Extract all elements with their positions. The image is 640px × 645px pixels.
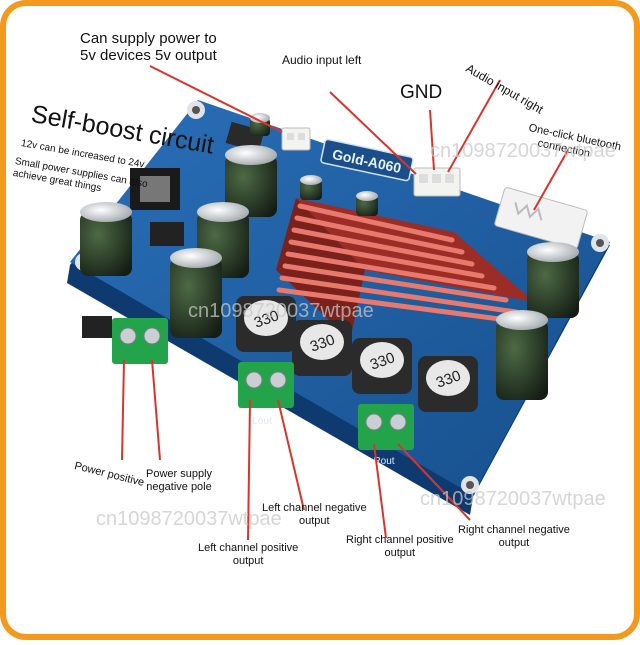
label-right-positive: Right channel positive output (346, 534, 454, 559)
inductors: 330 330 330 330 (236, 296, 478, 412)
label-power-negative: Power supply negative pole (146, 468, 213, 493)
terminal-left: Lout (238, 362, 294, 427)
watermark-4: cn1098720037wtpae (420, 488, 606, 510)
label-left-positive: Left channel positive output (198, 542, 299, 567)
label-audio-left: Audio input left (282, 53, 362, 67)
lout-mark: Lout (252, 416, 272, 427)
callout-lines (121, 65, 569, 541)
label-left-negative: Left channel negative output (262, 502, 367, 527)
connector-5v (281, 127, 311, 151)
bluetooth-module (494, 187, 588, 249)
heatsink (276, 198, 534, 340)
label-right-negative: Right channel negative output (458, 524, 570, 549)
watermark-2: cn1098720037wtpae (188, 300, 374, 322)
capacitors (80, 113, 579, 400)
watermark-1: cn1098720037wtpae (430, 140, 616, 162)
terminal-power (112, 318, 168, 364)
mounting-holes (75, 101, 609, 494)
watermark-3: cn1098720037wtpae (96, 508, 282, 530)
label-5v-output: Can supply power to 5v devices 5v output (80, 30, 217, 65)
terminal-right: Rout (358, 404, 414, 467)
rout-mark: Rout (373, 456, 394, 467)
label-gnd: GND (400, 82, 443, 103)
connector-audio-input (413, 167, 461, 197)
